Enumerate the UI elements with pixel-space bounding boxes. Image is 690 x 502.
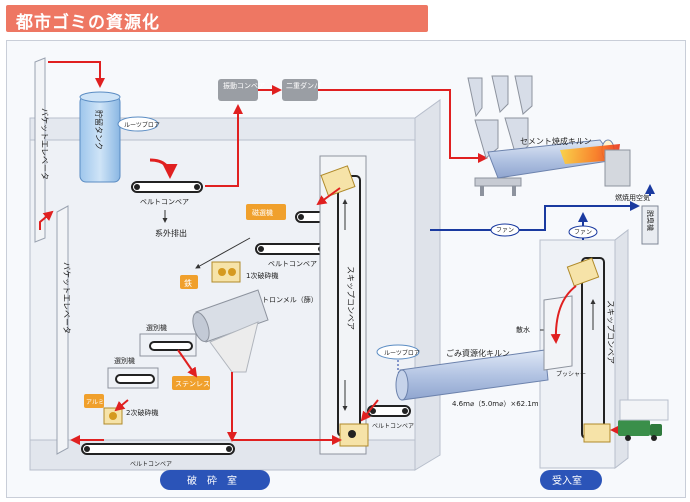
receiving-room-label: 受入室 xyxy=(552,474,582,487)
aluminum-tag: アルミ xyxy=(84,394,104,408)
bucket-elevator-top: バケットエレベータ xyxy=(34,57,49,243)
roots-blower-2: ルーツブロア xyxy=(376,344,420,360)
flow-damper-to-kiln xyxy=(318,89,488,163)
secondary-crusher: 2次破砕機 xyxy=(103,407,158,425)
deodorizer: 脱臭機 xyxy=(641,205,659,245)
bucket-elevator-left: バケットエレベータ xyxy=(56,205,71,455)
double-damper-tag: 二重ダンパ xyxy=(282,79,321,101)
stainless-tag: ステンレス xyxy=(172,376,210,390)
fan-1: ファン xyxy=(490,223,520,237)
belt-conveyor-small-label: ベルトコンベア xyxy=(372,423,414,430)
title-banner: 都市ゴミの資源化 xyxy=(6,5,428,33)
sorter-1: 選別機 xyxy=(139,323,197,357)
roots-blower-1: ルーツブロア xyxy=(117,116,160,132)
fan-1-label: ファン xyxy=(496,227,514,234)
storage-tank-label: 貯留タンク xyxy=(94,110,104,150)
magnetic-separator: 磁選機 xyxy=(246,204,286,220)
fan-2-label: ファン xyxy=(574,229,592,236)
kiln-size-label: 4.6m⌀（5.0m⌀）×62.1m xyxy=(452,400,539,408)
bucket-elevator-left-label: バケットエレベータ xyxy=(62,262,71,334)
combustion-air-label: 燃焼用空気 xyxy=(615,193,650,202)
roots-blower-2-label: ルーツブロア xyxy=(384,349,420,357)
sorter-2: 選別機 xyxy=(107,356,159,389)
crushing-room-tag: 破 砕 室 xyxy=(160,470,270,490)
pusher-label: プッシャー xyxy=(556,371,586,378)
skip-conveyor-right: スキップコンベア xyxy=(566,257,615,443)
belt-conveyor-1-label: ベルトコンベア xyxy=(140,198,189,206)
vibrating-conveyor-tag: 振動コンベア xyxy=(218,79,265,101)
iron-tag: 鉄 xyxy=(180,275,198,289)
receiving-room-building xyxy=(539,228,629,470)
flow-fan-main xyxy=(430,201,640,231)
waste-kiln-label: ごみ資源化キルン xyxy=(446,348,510,358)
magnetic-separator-label: 磁選機 xyxy=(252,208,273,217)
flow-skip-to-pusher xyxy=(550,285,577,344)
trommel-label: トロンメル（篩） xyxy=(262,295,318,304)
aluminum-label: アルミ xyxy=(86,399,104,406)
fan-2: ファン xyxy=(568,225,598,239)
flow-elevator-transfer xyxy=(39,210,54,230)
waste-kiln: ごみ資源化キルン 4.6m⌀（5.0m⌀）×62.1m xyxy=(395,348,549,408)
vibrating-conveyor-label: 振動コンベア xyxy=(223,81,265,90)
cement-kiln-label: セメント焼成キルン xyxy=(520,136,592,146)
sorter-1-label: 選別機 xyxy=(146,323,167,332)
belt-conveyor-bottom: ベルトコンベア xyxy=(81,443,235,468)
receiving-room-tag: 受入室 xyxy=(540,470,602,490)
flow-sorter-stainless xyxy=(177,349,198,378)
skip-conveyor-center: スキップコンベア xyxy=(319,155,369,455)
garbage-truck xyxy=(618,399,669,441)
roots-blower-1-label: ルーツブロア xyxy=(124,121,160,129)
skip-conveyor-center-label: スキップコンベア xyxy=(346,266,355,330)
cement-kiln: セメント焼成キルン xyxy=(467,75,631,196)
crushing-room-label: 破 砕 室 xyxy=(187,474,237,487)
page-title: 都市ゴミの資源化 xyxy=(16,13,160,33)
pusher: プッシャー xyxy=(543,295,586,378)
sorter-2-label: 選別機 xyxy=(114,356,135,365)
water-spray-label: 散水 xyxy=(516,325,530,334)
skip-conveyor-right-label: スキップコンベア xyxy=(606,300,615,364)
belt-conveyor-1: ベルトコンベア xyxy=(131,181,203,206)
bucket-elevator-top-label: バケットエレベータ xyxy=(40,108,49,180)
primary-crusher: 1次破砕機 xyxy=(211,261,278,283)
flow-to-iron xyxy=(195,237,251,269)
deodorizer-label: 脱臭機 xyxy=(646,210,655,231)
primary-crusher-label: 1次破砕機 xyxy=(246,271,278,280)
flow-skip-to-conveyor xyxy=(316,187,341,206)
storage-tank: 貯留タンク xyxy=(79,91,121,183)
flow-to-tank xyxy=(48,61,105,88)
flow-kiln-to-skip xyxy=(360,399,379,422)
flow-to-crusher2 xyxy=(114,399,129,412)
flow-conveyor-to-vib xyxy=(205,104,243,187)
trommel: トロンメル（篩） xyxy=(192,289,318,373)
flow-tank-to-conveyor xyxy=(149,158,178,179)
stainless-label: ステンレス xyxy=(175,380,210,388)
system-exhaust-label: 系外排出 xyxy=(155,228,187,238)
belt-conveyor-bottom-label: ベルトコンベア xyxy=(130,461,172,468)
iron-label: 鉄 xyxy=(184,278,192,288)
secondary-crusher-label: 2次破砕機 xyxy=(126,408,158,417)
belt-conveyor-2-label: ベルトコンベア xyxy=(268,260,317,268)
double-damper-label: 二重ダンパ xyxy=(286,81,321,90)
